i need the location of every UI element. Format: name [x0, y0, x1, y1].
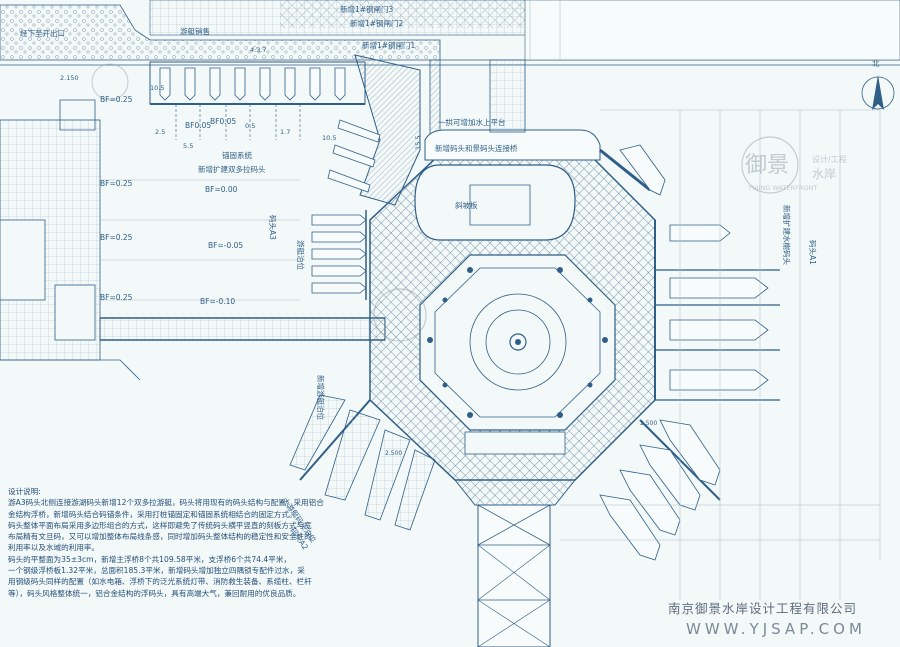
label-right-dock-note: 新增扩建水榭码头: [782, 205, 792, 265]
shore-stone-band: [0, 4, 441, 61]
label-dock-a3: 码头A3: [268, 215, 278, 240]
water-gridlines: [100, 109, 881, 600]
label-bf-5: BF0.05: [185, 121, 211, 130]
upper-berths: [149, 61, 366, 140]
lower-left-berths: [289, 394, 436, 531]
right-berths: [599, 144, 780, 561]
notes-line: 游A3码头北侧连接游湖码头新增12个双多拉游艇，码头将用现有的码头结构与配置，采…: [8, 498, 324, 508]
north-arrow: [861, 75, 895, 110]
notes-line: 布局精有文旦码，又可以增加整体布局线条感，同时增加码头整体结构的稳定性和安全性的: [8, 532, 312, 542]
top-link-bridge: [424, 59, 601, 161]
dim-8: 10.5: [322, 134, 336, 142]
svg-text:御景: 御景: [745, 153, 789, 178]
dim-3: 2.5: [155, 128, 165, 136]
diagonal-pontoon: [327, 54, 421, 206]
label-float-ramp: 斜坡板: [455, 200, 478, 210]
notes-line: 用钢级码头同样的配置（如水电箱、浮桥下的泛光系统灯带、消防救生装备、系缆柱、栏杆: [8, 577, 312, 587]
dim-10: 2.500: [640, 420, 657, 427]
dim-4: 1.7: [280, 128, 290, 136]
svg-text:YUJING WATERFRONT: YUJING WATERFRONT: [747, 184, 817, 192]
dim-11: 2.500: [385, 450, 402, 457]
dim-2: 5.5: [183, 142, 193, 150]
company-name: 南京御景水岸设计工程有限公司: [668, 601, 858, 616]
svg-text:设计/工程: 设计/工程: [812, 154, 847, 164]
label-bf-6: BF0.05: [210, 117, 236, 126]
svg-text:水岸: 水岸: [812, 167, 836, 181]
notes-line: 一个钢级浮桥板1.32平米，总面积185.3平米，新增码头增加独立四隅锁专配件过…: [8, 566, 305, 576]
label-gate-3: 新增1#钢闸门3: [340, 4, 394, 14]
label-link-bridge: 新增码头和景码头连接桥: [435, 143, 518, 153]
label-bf-3: BF=0.25: [100, 233, 133, 242]
label-anchor-system: 锚固系统: [222, 150, 252, 160]
label-berth-note: 游艇泊位: [296, 240, 306, 270]
label-gate-2: 新增1#钢闸门2: [350, 18, 404, 28]
label-new-pontoon: 新增扩建双多拉码头: [198, 164, 266, 174]
left-building: [0, 99, 141, 381]
notes-line: 金结构浮桥，新增码头结合码锚条件，采用打桩锚固定和锚固系统相结合的固定方式。: [8, 509, 297, 519]
dim-9: 0.5: [245, 122, 255, 130]
label-entry: 经下至开出口: [20, 28, 65, 38]
label-water-station: 一拱可增加水上平台: [438, 117, 506, 127]
notes-line: 码头的平整面为35±3cm，新增主浮桥8个共109.58平米，支浮桥6个共74.…: [8, 554, 292, 564]
label-bf-4: BF=0.25: [100, 293, 133, 302]
notes-line: 利用率以及水域的利用率。: [8, 543, 100, 553]
watermark-text: 御景 设计/工程 水岸 YUJING WATERFRONT: [745, 153, 847, 192]
label-bf-8: BF=-0.05: [208, 241, 243, 250]
dim-5: 2.150: [60, 74, 79, 82]
label-bf-9: BF=-0.10: [200, 297, 235, 306]
design-notes: 设计说明: 游A3码头北侧连接游湖码头新增12个双多拉游艇，码头将用现有的码头结…: [8, 486, 448, 599]
label-dock-a1: 码头A1: [808, 240, 818, 265]
label-gate-1: 新增1#钢闸门1: [362, 40, 416, 50]
left-pier: [99, 317, 386, 341]
label-bf-2: BF=0.25: [100, 179, 133, 188]
left-fingers: [311, 210, 367, 300]
central-octagon-platform: [369, 139, 656, 481]
label-bf-7: BF=0.00: [205, 185, 238, 194]
notes-line: 码头整体平面布局采用多边形组合的方式，这样即避免了传统码头横平竖直的刻板方式与宽: [8, 520, 312, 530]
dim-6: 15.5: [414, 136, 422, 150]
label-north: 北: [872, 59, 880, 68]
dim-1: 10.5: [150, 84, 164, 92]
watermark-logo: [91, 63, 799, 342]
label-lower-note: 新增游艇泊位: [316, 375, 326, 420]
company-website: WWW.YJSAP.COM: [686, 620, 866, 638]
label-yacht-sales: 游艇销售: [180, 26, 210, 36]
bottom-gangway: [453, 479, 577, 647]
notes-title: 设计说明:: [8, 487, 41, 496]
dim-7: 4.3.7: [250, 46, 267, 54]
notes-line: 等），码头风格整体统一，铝合金结构的浮码头，具有高端大气，兼回耐用的优良品质。: [8, 588, 301, 598]
label-bf-1: BF=0.25: [100, 95, 133, 104]
